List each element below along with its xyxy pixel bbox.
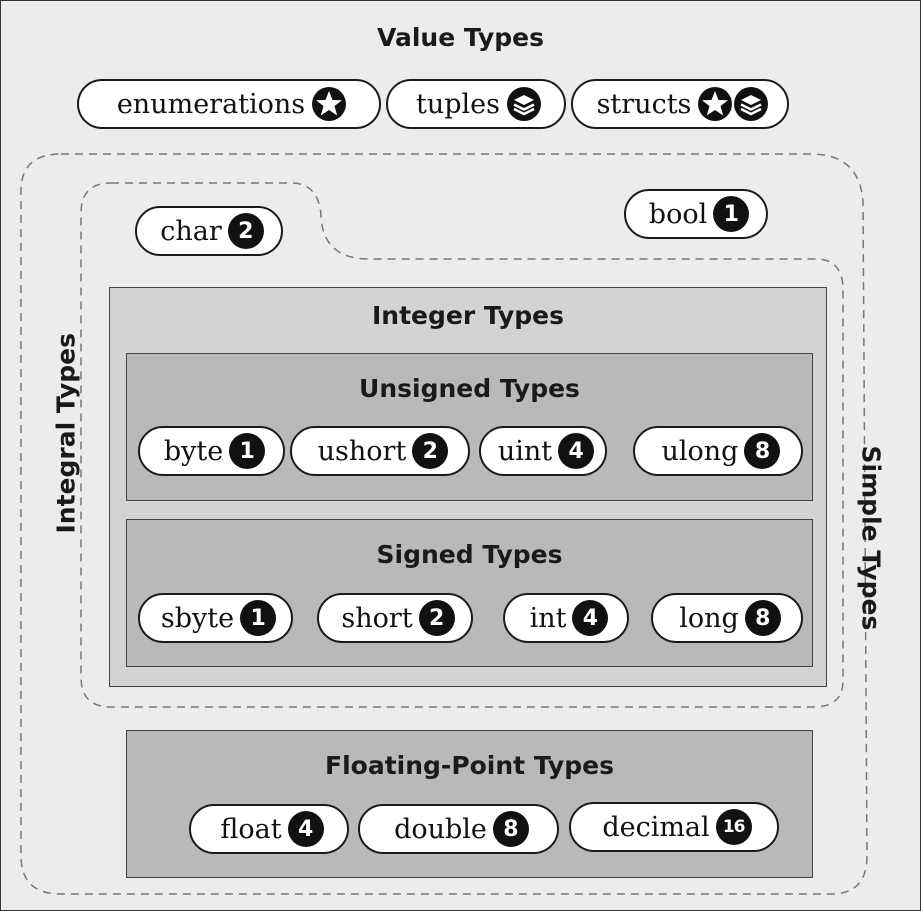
- ushort-label: ushort: [317, 435, 407, 467]
- bool-label: bool: [648, 198, 708, 230]
- int-size-badge: 4: [572, 600, 609, 636]
- sbyte-pill: sbyte 1: [138, 593, 293, 643]
- int-pill: int 4: [503, 593, 629, 643]
- bool-pill: bool 1: [624, 189, 768, 239]
- long-label: long: [679, 602, 739, 634]
- signed-types-title: Signed Types: [376, 540, 563, 569]
- float-size-badge: 4: [287, 811, 324, 847]
- simple-types-label: Simple Types: [856, 445, 886, 631]
- layers-icon: [734, 87, 769, 121]
- short-label: short: [341, 602, 413, 634]
- tuples-label: tuples: [416, 88, 500, 120]
- ushort-pill: ushort 2: [290, 426, 470, 476]
- float-pill: float 4: [189, 804, 349, 854]
- double-pill: double 8: [358, 804, 559, 854]
- tuples-pill: tuples: [386, 79, 566, 129]
- sbyte-label: sbyte: [160, 602, 235, 634]
- structs-pill: structs: [571, 79, 789, 129]
- long-pill: long 8: [651, 593, 803, 643]
- decimal-size-badge: 16: [715, 809, 752, 845]
- decimal-pill: decimal 16: [569, 802, 779, 852]
- short-pill: short 2: [317, 593, 473, 643]
- long-size-badge: 8: [744, 600, 781, 636]
- uint-pill: uint 4: [479, 426, 607, 476]
- double-size-badge: 8: [492, 811, 529, 847]
- ulong-size-badge: 8: [744, 433, 781, 469]
- sbyte-size-badge: 1: [240, 600, 277, 636]
- uint-size-badge: 4: [558, 433, 595, 469]
- star-icon: [312, 87, 347, 121]
- integral-types-outline: [80, 182, 844, 708]
- byte-pill: byte 1: [138, 426, 285, 476]
- uint-label: uint: [497, 435, 553, 467]
- byte-label: byte: [163, 435, 224, 467]
- byte-size-badge: 1: [229, 433, 266, 469]
- char-pill: char 2: [135, 206, 283, 256]
- int-label: int: [529, 602, 567, 634]
- unsigned-types-title: Unsigned Types: [359, 374, 580, 403]
- enumerations-label: enumerations: [116, 88, 306, 120]
- floating-point-types-title: Floating-Point Types: [325, 751, 614, 780]
- star-icon: [698, 87, 733, 121]
- structs-label: structs: [596, 88, 692, 120]
- ushort-size-badge: 2: [412, 433, 449, 469]
- double-label: double: [394, 813, 487, 845]
- bool-size-badge: 1: [713, 196, 750, 232]
- char-size-badge: 2: [227, 213, 264, 249]
- float-label: float: [220, 813, 282, 845]
- integral-types-label: Integral Types: [51, 333, 81, 534]
- ulong-label: ulong: [661, 435, 739, 467]
- enumerations-pill: enumerations: [77, 79, 381, 129]
- value-types-title: Value Types: [377, 23, 544, 52]
- decimal-label: decimal: [602, 811, 710, 843]
- char-label: char: [160, 215, 222, 247]
- simple-types-outline: [20, 153, 868, 895]
- layers-icon: [507, 87, 541, 121]
- ulong-pill: ulong 8: [633, 426, 803, 476]
- integer-types-title: Integer Types: [371, 301, 564, 330]
- short-size-badge: 2: [418, 600, 455, 636]
